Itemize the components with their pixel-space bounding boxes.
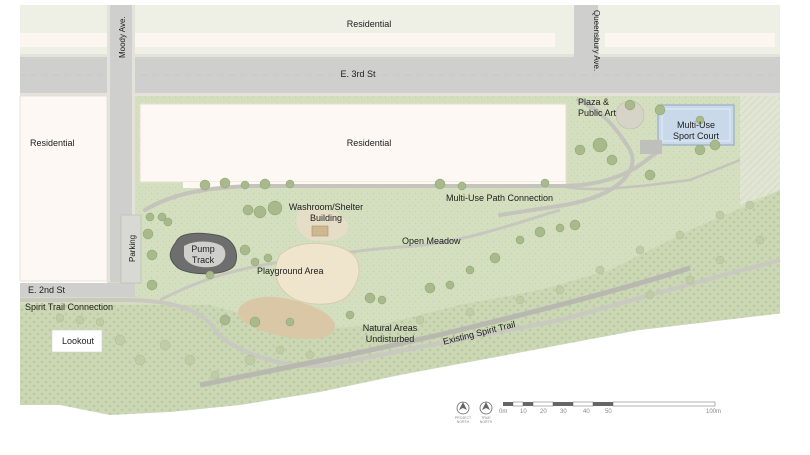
scale-bar — [503, 401, 716, 407]
scale-tick-100: 100m — [706, 409, 722, 415]
forest-trees — [55, 200, 765, 380]
e-2nd-st-road — [20, 283, 135, 297]
residential-center-label: Residential — [346, 138, 392, 148]
queensbury-ave-road — [574, 5, 598, 57]
sport-court-label: Multi-Use Sport Court — [672, 120, 720, 141]
existing-spirit-trail — [199, 265, 691, 388]
residential-top-area — [20, 5, 780, 57]
trees — [142, 99, 721, 328]
residential-center-area — [139, 103, 567, 183]
scale-tick-50: 50 — [605, 409, 612, 415]
spirit-trail-connection-path — [20, 258, 781, 368]
pump-track-label: Pump Track — [191, 244, 215, 265]
queensbury-ave-label: Queensbury Ave. — [592, 10, 601, 72]
project-north-label: PROJECT NORTH — [454, 416, 472, 424]
lookout-label: Lookout — [62, 336, 95, 346]
multi-use-path-label: Multi-Use Path Connection — [446, 193, 554, 203]
parking-area — [120, 214, 142, 284]
scale-tick-40: 40 — [583, 409, 590, 415]
multi-use-path — [143, 148, 662, 212]
scale-tick-30: 30 — [560, 409, 567, 415]
natural-areas — [20, 190, 780, 415]
washroom-building — [311, 225, 329, 237]
natural-areas-label: Natural Areas Undisturbed — [362, 323, 418, 344]
playground-area — [275, 242, 360, 305]
residential-left-label: Residential — [30, 138, 75, 148]
scale-tick-0: 0m — [499, 409, 508, 415]
residential-left-area — [20, 96, 107, 281]
scale-tick-10: 10 — [520, 409, 527, 415]
scale-tick-20: 20 — [540, 409, 547, 415]
lookout-area — [51, 329, 103, 353]
moody-ave-label: Moody Ave. — [118, 16, 127, 58]
parking-label: Parking — [128, 234, 137, 262]
sport-court — [657, 104, 735, 146]
washroom-label: Washroom/Shelter Building — [288, 202, 364, 223]
true-north-label: TRUE NORTH — [479, 416, 493, 424]
plaza-label: Plaza & Public Art — [578, 97, 617, 118]
spirit-trail-connection-label: Spirit Trail Connection — [25, 302, 114, 312]
open-meadow-label: Open Meadow — [402, 236, 461, 246]
residential-top-label: Residential — [346, 19, 392, 29]
north-arrow-icons — [456, 401, 493, 415]
e-3rd-st-label: E. 3rd St — [340, 69, 376, 79]
playground-label: Playground Area — [257, 266, 324, 276]
e-2nd-st-label: E. 2nd St — [28, 285, 66, 295]
